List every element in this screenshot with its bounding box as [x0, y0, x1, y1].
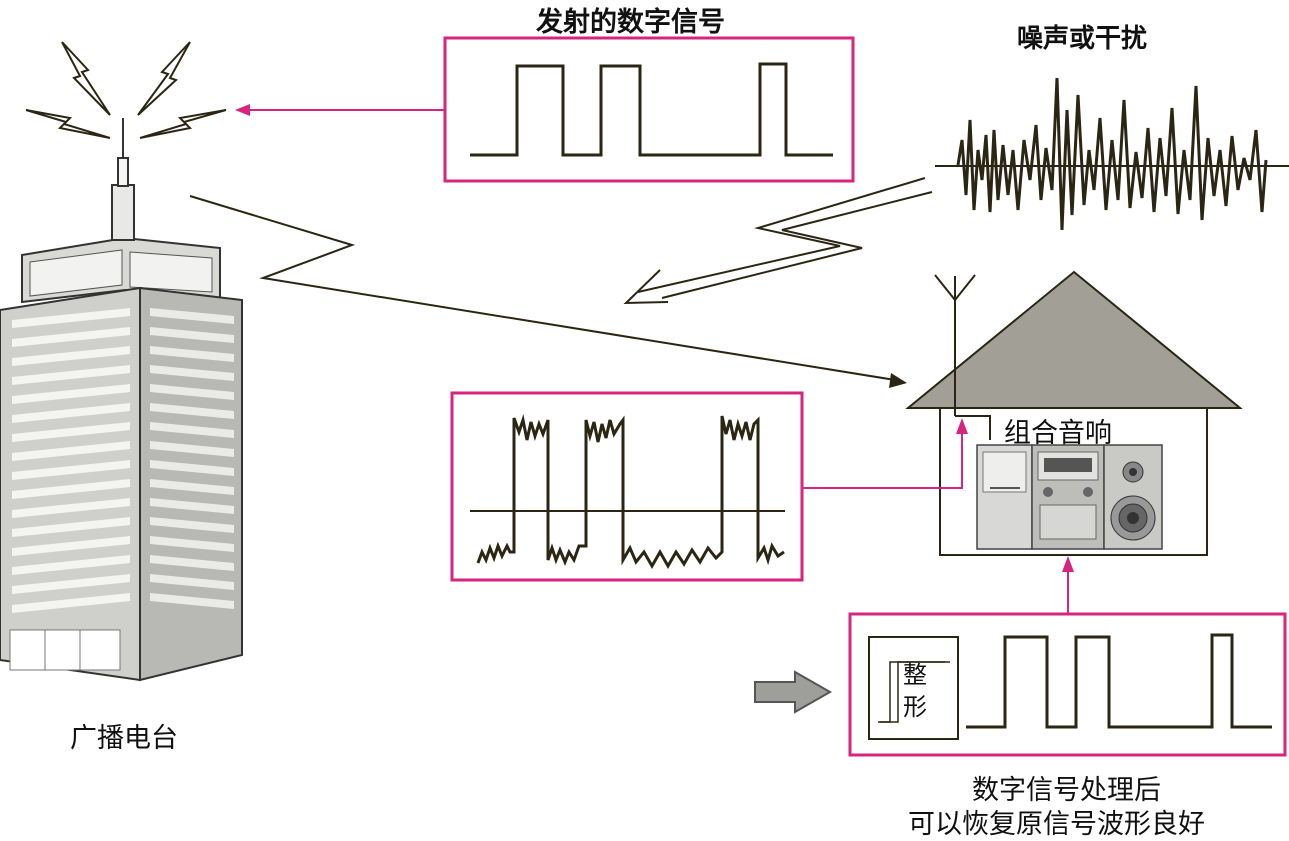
building-window — [150, 365, 234, 381]
building-window — [150, 384, 234, 400]
building-window — [12, 574, 130, 594]
noise-waveform — [935, 77, 1289, 231]
recovered-caption-line1: 数字信号处理后 — [972, 775, 1161, 806]
shaper-label-1: 整 — [903, 661, 927, 689]
station-label: 广播电台 — [70, 723, 178, 754]
building-window — [12, 441, 130, 461]
building-window — [150, 517, 234, 533]
arrow-right-icon — [754, 670, 833, 714]
building-window — [12, 517, 130, 537]
transmitted-signal-box — [443, 36, 855, 183]
arrow-head-icon — [235, 104, 250, 116]
building-window — [150, 403, 234, 419]
hysteresis-curve — [878, 661, 945, 723]
building-window — [150, 593, 234, 609]
building-window — [12, 479, 130, 499]
building-window — [150, 460, 234, 476]
building-window — [12, 593, 130, 613]
building-window — [12, 555, 130, 575]
stereo-label: 组合音响 — [1004, 418, 1112, 449]
receive-connector — [802, 432, 963, 489]
recovered-caption-line2: 可以恢复原信号波形良好 — [908, 809, 1205, 840]
building-window — [12, 308, 130, 328]
building-window — [12, 327, 130, 347]
lightning-icon — [25, 41, 227, 139]
building-window — [150, 498, 234, 514]
antenna-icon — [934, 274, 991, 440]
building-window — [150, 441, 234, 457]
building-window — [12, 403, 130, 423]
building-window — [150, 479, 234, 495]
noise-arrow — [623, 177, 933, 305]
building-window — [150, 422, 234, 438]
building-window — [150, 555, 234, 571]
stereo-icon — [976, 444, 1163, 550]
transmitted-waveform — [470, 62, 833, 157]
building-window — [150, 308, 234, 324]
building-window — [150, 574, 234, 590]
building-icon — [0, 236, 243, 682]
building-window — [150, 327, 234, 343]
building-window — [12, 498, 130, 518]
building-window — [150, 346, 234, 362]
building-window — [12, 365, 130, 385]
broadcast-signal-path — [189, 195, 896, 381]
antenna-icon — [111, 118, 135, 241]
received-signal-box — [450, 391, 804, 582]
transmitted-signal-label: 发射的数字信号 — [536, 7, 725, 38]
building-window — [12, 422, 130, 442]
recovered-waveform — [966, 633, 1272, 729]
building-window — [12, 460, 130, 480]
building-window — [12, 346, 130, 366]
arrow-head-icon — [1062, 556, 1074, 572]
building-window — [12, 536, 130, 556]
shaper-label-2: 形 — [903, 693, 927, 721]
arrow-head-icon — [889, 373, 907, 388]
noise-label: 噪声或干扰 — [1017, 24, 1148, 54]
received-waveform — [476, 414, 785, 570]
building-window — [150, 536, 234, 552]
arrow-head-icon — [956, 418, 968, 434]
building-window — [12, 384, 130, 404]
